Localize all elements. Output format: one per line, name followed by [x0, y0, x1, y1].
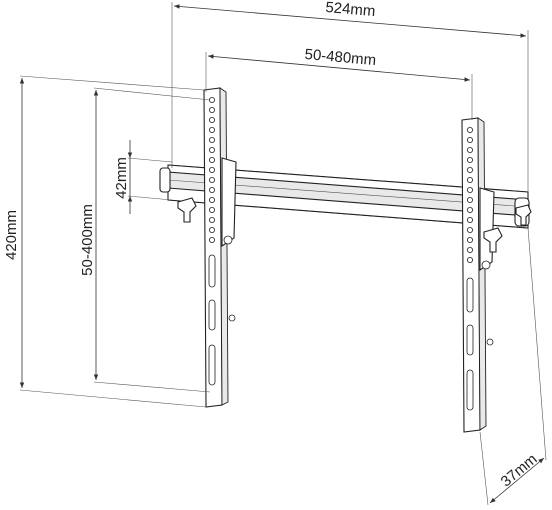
label-depth: 37mm: [498, 451, 541, 491]
label-overall-width: 524mm: [325, 0, 376, 20]
dim-vesa-width: 50-480mm: [205, 46, 473, 120]
label-vesa-height: 50-400mm: [79, 204, 96, 276]
left-arm-holes: [208, 97, 215, 243]
label-overall-height: 420mm: [3, 210, 20, 260]
right-arm: [461, 117, 532, 433]
dim-overall-width: 524mm: [171, 0, 529, 192]
right-arm-holes: [466, 127, 473, 263]
dim-overall-height: 420mm: [3, 75, 207, 408]
wall-rail: [159, 164, 530, 229]
left-arm: [177, 87, 237, 408]
label-vesa-width: 50-480mm: [304, 46, 377, 69]
dim-rail-height: 42mm: [113, 140, 173, 214]
dim-depth: 37mm: [479, 227, 547, 506]
dim-vesa-height: 50-400mm: [79, 87, 211, 393]
label-rail-height: 42mm: [113, 157, 130, 199]
